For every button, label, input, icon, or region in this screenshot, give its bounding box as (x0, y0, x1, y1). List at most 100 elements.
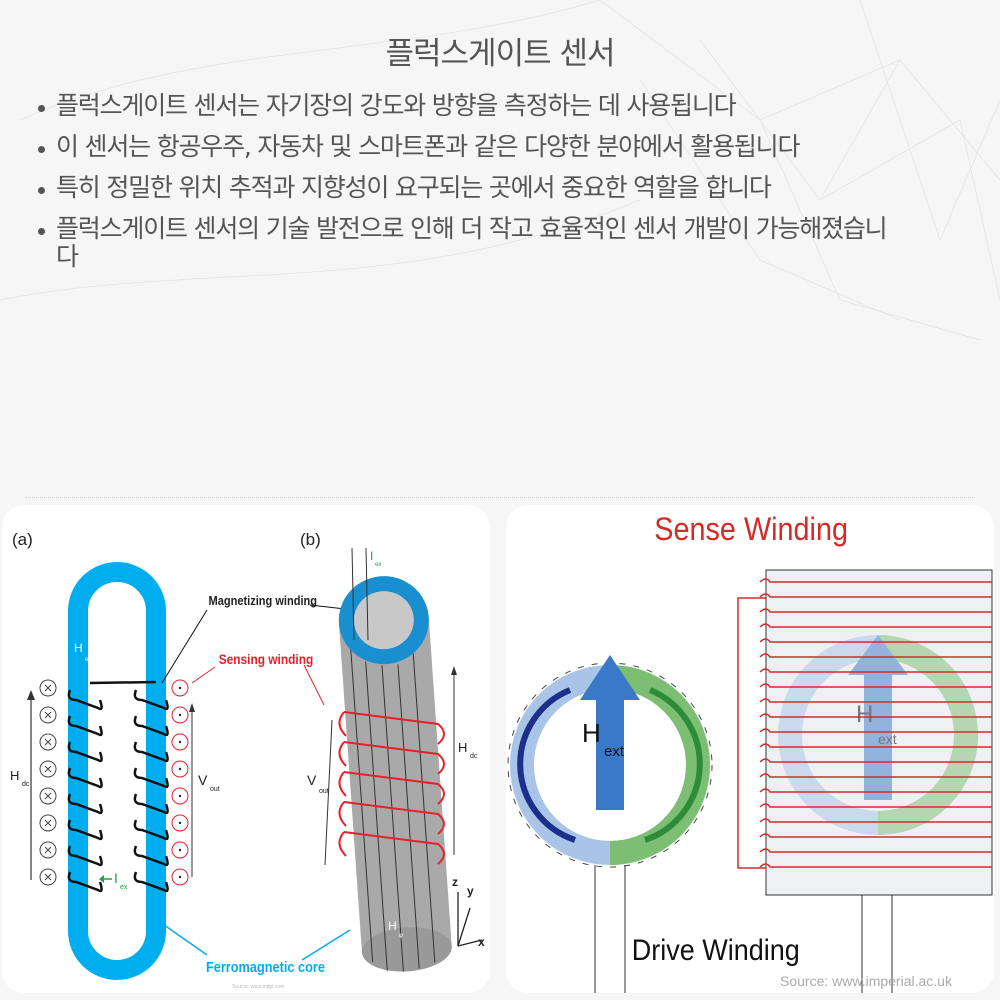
dot-mark (178, 686, 182, 690)
v-out-label: V (198, 772, 208, 788)
divider (25, 497, 975, 498)
coil-turn (67, 767, 103, 789)
dot-mark (178, 767, 182, 771)
dot-marker (171, 733, 189, 751)
dot-marker (171, 760, 189, 778)
drive-winding-label: Drive Winding (632, 934, 800, 968)
sense-line (759, 713, 992, 718)
bullet-item: 이 센서는 항공우주, 자동차 및 스마트폰과 같은 다양한 분야에서 활용됩니… (34, 133, 964, 161)
coil-turn (133, 715, 169, 737)
sense-turn (338, 801, 445, 835)
sense-line (759, 683, 992, 688)
sense-line (759, 608, 992, 613)
x-mark (44, 738, 52, 746)
sense-winding-label: Sense Winding (654, 512, 848, 548)
bullet-item: 특히 정밀한 위치 추적과 지향성이 요구되는 곳에서 중요한 역할을 합니다 (34, 174, 964, 202)
x-marker (39, 814, 57, 832)
h-ext-label-faded: H (856, 701, 873, 728)
sense-line (759, 728, 992, 733)
dot-mark (178, 794, 182, 798)
dot-mark (178, 713, 182, 717)
dot-marker (171, 841, 189, 859)
sense-turn (338, 831, 445, 865)
h-dc-sub-b: dc (470, 753, 478, 760)
coil-turn (133, 793, 169, 815)
sense-line (759, 623, 992, 628)
h-ex-label: H (74, 641, 83, 655)
h-ex-sub: ex (85, 657, 91, 663)
source-caption: Source: www.mdpi.com (232, 984, 284, 990)
x-marker (39, 787, 57, 805)
i-ex-label: I (114, 870, 118, 886)
x-mark (44, 684, 52, 692)
x-marker (39, 679, 57, 697)
field-out-page-markers (171, 679, 189, 886)
coil-turn (133, 741, 169, 763)
cylindrical-core (338, 576, 452, 972)
i-ex-sub: ex (120, 884, 128, 891)
sensing-coil (338, 711, 445, 865)
x-mark (44, 711, 52, 719)
sense-line (759, 593, 992, 598)
sense-turn (338, 771, 445, 805)
dot-mark (178, 848, 182, 852)
dot-marker (171, 787, 189, 805)
sense-line (759, 773, 992, 778)
x-mark (44, 765, 52, 773)
dot-marker (171, 706, 189, 724)
sense-turn (338, 711, 445, 745)
x-marker (39, 733, 57, 751)
sense-turn (338, 741, 445, 775)
x-mark (44, 846, 52, 854)
h-dc-sub: dc (22, 781, 30, 788)
coil-turn (67, 793, 103, 815)
v-out-sub-b: out (319, 788, 329, 795)
coil-turn (67, 689, 103, 711)
h-ext-sub: ext (604, 743, 625, 760)
field-into-page-markers (39, 679, 57, 886)
v-out-label-b: V (307, 772, 317, 788)
source-caption-right: Source: www.imperial.ac.uk (780, 973, 953, 989)
axis-z-label: z (452, 875, 458, 889)
sense-line (759, 743, 992, 748)
magnetizing-winding-label: Magnetizing winding (209, 593, 317, 608)
v-out-sub: out (210, 786, 220, 793)
dot-marker (171, 814, 189, 832)
coil-turn (133, 689, 169, 711)
h-ext-sub-faded: ext (878, 731, 897, 747)
sense-line (759, 788, 992, 793)
sense-winding-lines (759, 578, 992, 868)
coil-turn (133, 819, 169, 841)
x-mark (44, 873, 52, 881)
fluxgate-ring-image: Sense Winding H ext H ext Drive Winding … (506, 505, 994, 993)
h-ext-label: H (582, 718, 601, 748)
h-phi-sub: φ (399, 933, 403, 939)
sense-line (759, 668, 992, 673)
sensing-winding-label: Sensing winding (219, 651, 314, 667)
sense-line (759, 638, 992, 643)
bullet-item: 플럭스게이트 센서는 자기장의 강도와 방향을 측정하는 데 사용됩니다 (34, 92, 964, 120)
x-marker (39, 760, 57, 778)
ferromagnetic-core-a (68, 562, 166, 980)
sense-line (759, 698, 992, 703)
h-dc-label: H (10, 768, 19, 783)
ferromagnetic-core-label: Ferromagnetic core (206, 958, 325, 975)
x-marker (39, 841, 57, 859)
panel-a-label: (a) (12, 530, 33, 549)
coil-turn (133, 767, 169, 789)
sense-line (759, 863, 992, 868)
coil-turn (67, 715, 103, 737)
bullet-item: 플럭스게이트 센서의 기술 발전으로 인해 더 작고 효율적인 센서 개발이 가… (34, 215, 896, 271)
x-marker (39, 868, 57, 886)
fluxgate-diagram-image: (a) (b) H dc V out H ex I ex Magnetizing… (2, 505, 490, 993)
sense-line (759, 578, 992, 583)
panel-b-label: (b) (300, 530, 321, 549)
magnetizing-coils (67, 689, 169, 893)
sense-line (759, 833, 992, 838)
coil-turn (67, 741, 103, 763)
dot-mark (178, 875, 182, 879)
coil-turn (133, 845, 169, 867)
i-ex-sub-b: ex (375, 562, 381, 568)
coil-turn (67, 871, 103, 893)
